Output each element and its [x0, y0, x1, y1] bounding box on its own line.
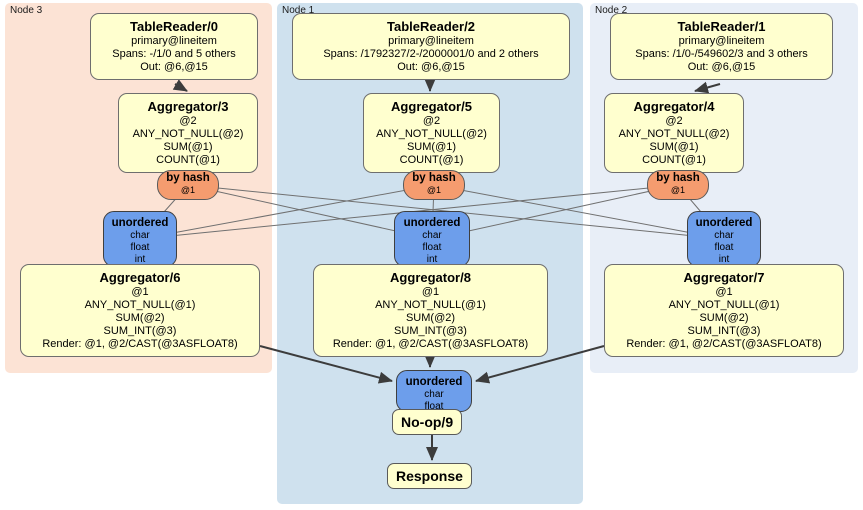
processor-noop-9: No-op/9: [392, 409, 463, 435]
processor-line: Render: @1, @2/CAST(@3ASFLOAT8): [42, 338, 238, 350]
unordered-sync-node2: unordered char float int: [687, 211, 761, 267]
processor-title: Aggregator/7: [683, 270, 765, 285]
processor-line: ANY_NOT_NULL(@2): [618, 128, 730, 140]
processor-line: @2: [179, 115, 197, 127]
sync-type: float: [130, 242, 150, 253]
processor-line: Spans: /1792327/2-/2000001/0 and 2 other…: [323, 48, 539, 60]
hash-router-node1: by hash @1: [403, 170, 465, 200]
sync-type: float: [422, 242, 442, 253]
hash-router-node2: by hash @1: [647, 170, 709, 200]
sync-type: float: [424, 401, 444, 412]
processor-line: Spans: -/1/0 and 5 others: [112, 48, 236, 60]
processor-title: Aggregator/8: [390, 270, 471, 285]
processor-line: COUNT(@1): [399, 154, 464, 166]
router-title: by hash: [656, 172, 700, 184]
processor-line: SUM(@2): [115, 312, 165, 324]
processor-line: Out: @6,@15: [140, 61, 208, 73]
processor-line: SUM(@1): [163, 141, 213, 153]
processor-title: No-op/9: [401, 414, 454, 430]
processor-line: Render: @1, @2/CAST(@3ASFLOAT8): [626, 338, 822, 350]
processor-line: SUM(@2): [699, 312, 749, 324]
sync-type: int: [718, 254, 730, 265]
processor-line: primary@lineitem: [131, 35, 217, 47]
processor-line: SUM(@1): [406, 141, 457, 153]
processor-aggregator-5: Aggregator/5 @2 ANY_NOT_NULL(@2) SUM(@1)…: [363, 93, 500, 173]
sync-type: char: [424, 389, 444, 400]
processor-title: Aggregator/6: [99, 270, 181, 285]
processor-title: Response: [396, 468, 463, 484]
sync-type: float: [714, 242, 734, 253]
router-title: by hash: [412, 172, 456, 184]
sync-type: char: [714, 230, 734, 241]
processor-line: primary@lineitem: [678, 35, 765, 47]
processor-line: ANY_NOT_NULL(@1): [84, 299, 196, 311]
processor-line: COUNT(@1): [642, 154, 706, 166]
sync-title: unordered: [111, 217, 169, 229]
router-columns: @1: [426, 185, 442, 195]
processor-title: TableReader/1: [677, 19, 766, 34]
response-node: Response: [387, 463, 472, 489]
processor-line: COUNT(@1): [156, 154, 220, 166]
processor-line: Out: @6,@15: [397, 61, 465, 73]
processor-line: @1: [715, 286, 733, 298]
processor-line: SUM(@1): [649, 141, 699, 153]
sync-title: unordered: [405, 376, 463, 388]
processor-title: Aggregator/3: [147, 99, 229, 114]
processor-title: Aggregator/5: [391, 99, 472, 114]
processor-line: ANY_NOT_NULL(@2): [376, 128, 487, 140]
processor-line: SUM(@2): [405, 312, 456, 324]
processor-line: @2: [665, 115, 683, 127]
processor-tablereader-2: TableReader/2 primary@lineitem Spans: /1…: [292, 13, 570, 80]
processor-line: SUM_INT(@3): [103, 325, 177, 337]
sync-title: unordered: [695, 217, 753, 229]
unordered-sync-node3: unordered char float int: [103, 211, 177, 267]
sync-type: int: [426, 254, 438, 265]
unordered-sync-final: unordered char float: [396, 370, 472, 412]
processor-line: @1: [421, 286, 440, 298]
sync-type: char: [130, 230, 150, 241]
processor-aggregator-4: Aggregator/4 @2 ANY_NOT_NULL(@2) SUM(@1)…: [604, 93, 744, 173]
sync-type: int: [134, 254, 146, 265]
unordered-sync-node1: unordered char float int: [394, 211, 470, 267]
hash-router-node3: by hash @1: [157, 170, 219, 200]
processor-line: Spans: /1/0-/549602/3 and 3 others: [635, 48, 808, 60]
processor-title: Aggregator/4: [633, 99, 715, 114]
processor-aggregator-3: Aggregator/3 @2 ANY_NOT_NULL(@2) SUM(@1)…: [118, 93, 258, 173]
flow-arrows: [172, 78, 721, 461]
processor-line: ANY_NOT_NULL(@1): [668, 299, 780, 311]
sync-title: unordered: [403, 217, 461, 229]
router-columns: @1: [180, 185, 196, 195]
router-columns: @1: [670, 185, 686, 195]
processor-line: SUM_INT(@3): [394, 325, 467, 337]
processor-line: ANY_NOT_NULL(@1): [375, 299, 486, 311]
processor-aggregator-6: Aggregator/6 @1 ANY_NOT_NULL(@1) SUM(@2)…: [20, 264, 260, 357]
processor-aggregator-8: Aggregator/8 @1 ANY_NOT_NULL(@1) SUM(@2)…: [313, 264, 548, 357]
processor-tablereader-1: TableReader/1 primary@lineitem Spans: /1…: [610, 13, 833, 80]
processor-line: primary@lineitem: [388, 35, 474, 47]
processor-title: TableReader/0: [130, 19, 218, 34]
processor-line: ANY_NOT_NULL(@2): [132, 128, 244, 140]
processor-line: Out: @6,@15: [687, 61, 756, 73]
node1-region-label: Node 1: [282, 5, 315, 16]
node3-region-label: Node 3: [10, 5, 43, 16]
router-title: by hash: [166, 172, 210, 184]
processor-title: TableReader/2: [387, 19, 475, 34]
processor-aggregator-7: Aggregator/7 @1 ANY_NOT_NULL(@1) SUM(@2)…: [604, 264, 844, 357]
sync-type: char: [422, 230, 442, 241]
processor-line: Render: @1, @2/CAST(@3ASFLOAT8): [332, 338, 529, 350]
processor-line: SUM_INT(@3): [687, 325, 761, 337]
node2-region-label: Node 2: [595, 5, 628, 16]
processor-line: @2: [422, 115, 441, 127]
processor-tablereader-0: TableReader/0 primary@lineitem Spans: -/…: [90, 13, 258, 80]
processor-line: @1: [131, 286, 149, 298]
